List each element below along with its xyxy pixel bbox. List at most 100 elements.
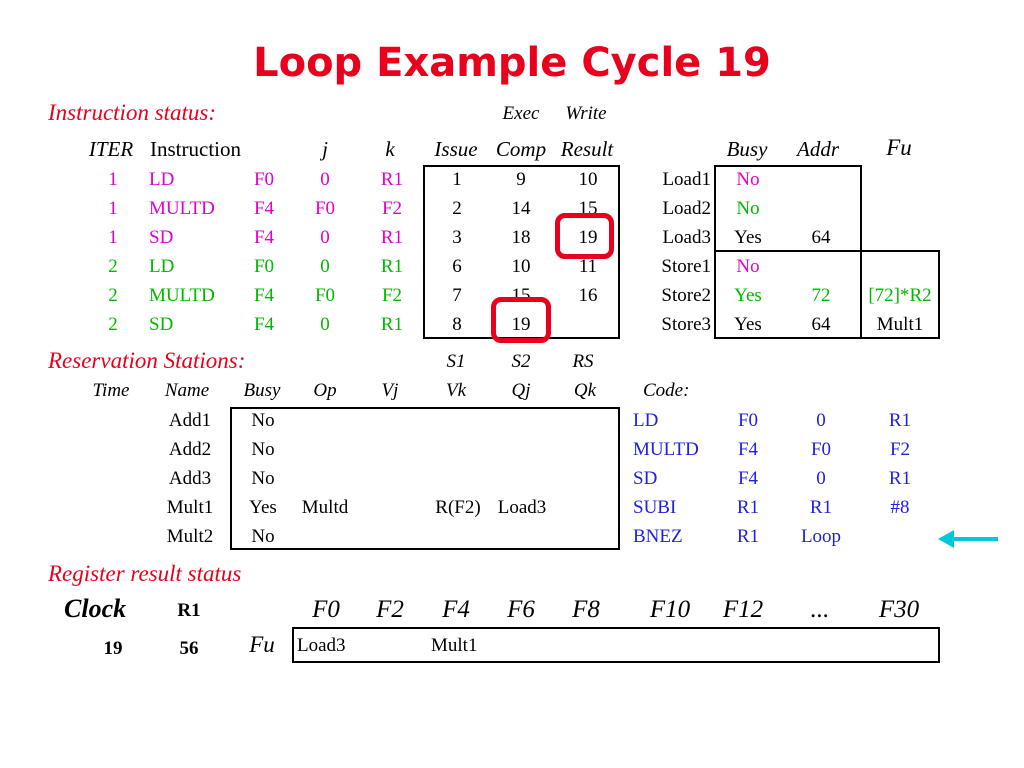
buffer-busy: No: [736, 169, 760, 190]
instruction-opcode: MULTD: [149, 198, 215, 219]
buffer-name: Load2: [662, 198, 711, 219]
buffer-busy: Yes: [734, 285, 762, 306]
buffer-addr: 64: [811, 227, 831, 248]
reservation-stations-heading: Reservation Stations:: [48, 348, 246, 373]
issue-cycle: 1: [452, 169, 462, 190]
instruction-j: 0: [320, 169, 330, 190]
vk-header: Vk: [445, 380, 467, 401]
instruction-j: 0: [320, 227, 330, 248]
k-header: k: [385, 137, 395, 161]
register-fu-value: Mult1: [431, 635, 478, 656]
qj-header: Qj: [511, 380, 531, 401]
instruction-j: 0: [320, 314, 330, 335]
write-result-cycle: 11: [578, 256, 598, 277]
comp-19-highlight: [491, 297, 551, 343]
page-title: Loop Example Cycle 19: [253, 40, 771, 86]
code-operand-1: F4: [737, 439, 759, 460]
register-header: F0: [312, 596, 340, 623]
instruction-dest: F0: [253, 169, 275, 190]
code-operand-2: R1: [809, 497, 833, 518]
code-operand-3: R1: [888, 468, 912, 489]
code-opcode: LD: [633, 410, 659, 431]
j-header: j: [322, 137, 328, 161]
code-opcode: SUBI: [633, 497, 677, 518]
r1-value: 56: [179, 638, 199, 659]
code-opcode: MULTD: [633, 439, 699, 460]
buffer-name: Load3: [662, 227, 711, 248]
instruction-opcode: LD: [149, 169, 175, 190]
instruction-header: Instruction: [150, 137, 241, 161]
code-operand-3: #8: [890, 497, 910, 518]
register-header: F4: [442, 596, 470, 623]
rs-busy-header: Busy: [243, 380, 281, 401]
register-header: ...: [810, 596, 830, 623]
station-name: Add2: [168, 439, 212, 460]
station-op: Multd: [301, 497, 349, 518]
write-result-cycle: 10: [578, 169, 598, 190]
iteration-number: 2: [108, 256, 118, 277]
code-operand-1: R1: [736, 497, 760, 518]
instruction-dest: F4: [253, 314, 275, 335]
code-operand-1: F4: [737, 468, 759, 489]
buffer-fu: [72]*R2: [868, 285, 932, 306]
station-busy: No: [251, 468, 275, 489]
iteration-number: 2: [108, 285, 118, 306]
current-instruction-arrow-icon: [938, 530, 998, 548]
write-label: Write: [565, 103, 607, 124]
register-header: F10: [649, 596, 691, 623]
station-busy: No: [251, 526, 275, 547]
issue-cycle: 8: [452, 314, 462, 335]
iteration-number: 1: [108, 169, 118, 190]
instruction-status-heading: Instruction status:: [48, 100, 217, 125]
instruction-k: R1: [380, 314, 404, 335]
register-header: F12: [722, 596, 764, 623]
clock-value: 19: [103, 638, 123, 659]
instruction-k: R1: [380, 256, 404, 277]
instruction-j: F0: [314, 198, 336, 219]
code-label: Code:: [643, 380, 690, 401]
qk-header: Qk: [573, 380, 597, 401]
station-vk: R(F2): [435, 497, 481, 518]
station-name: Add3: [168, 468, 212, 489]
complete-cycle: 19: [511, 314, 531, 335]
code-operand-2: F0: [810, 439, 832, 460]
issue-cycle: 3: [452, 227, 462, 248]
s1-header: S1: [446, 351, 466, 372]
code-operand-1: F0: [737, 410, 759, 431]
result-header: Result: [560, 137, 614, 161]
fu-row-label: Fu: [249, 632, 275, 657]
buffer-busy: No: [736, 198, 760, 219]
station-name: Mult1: [166, 497, 214, 518]
instruction-dest: F4: [253, 227, 275, 248]
station-busy: Yes: [249, 497, 277, 518]
instruction-k: R1: [380, 169, 404, 190]
instruction-k: F2: [381, 198, 403, 219]
buffer-busy: Yes: [734, 227, 762, 248]
write-result-cycle: 19: [578, 227, 598, 248]
buffer-name: Store1: [661, 256, 711, 277]
buffer-addr: 64: [811, 314, 831, 335]
complete-cycle: 9: [516, 169, 526, 190]
code-operand-1: R1: [736, 526, 760, 547]
fu-header: Fu: [886, 135, 912, 160]
instruction-opcode: LD: [149, 256, 175, 277]
station-name: Mult2: [166, 526, 214, 547]
iteration-number: 2: [108, 314, 118, 335]
iteration-number: 1: [108, 227, 118, 248]
issue-cycle: 2: [452, 198, 462, 219]
iteration-number: 1: [108, 198, 118, 219]
iter-header: ITER: [88, 137, 134, 161]
instruction-dest: F0: [253, 256, 275, 277]
issue-cycle: 7: [452, 285, 462, 306]
result-19-highlight: [555, 213, 614, 259]
busy-header: Busy: [726, 137, 768, 161]
complete-cycle: 14: [511, 198, 531, 219]
instruction-j: F0: [314, 285, 336, 306]
exec-label: Exec: [502, 103, 540, 124]
code-opcode: SD: [633, 468, 658, 489]
store-buffer-divider: [860, 250, 862, 339]
code-operand-2: 0: [816, 410, 826, 431]
instruction-dest: F4: [253, 198, 275, 219]
instruction-j: 0: [320, 256, 330, 277]
complete-cycle: 18: [511, 227, 531, 248]
